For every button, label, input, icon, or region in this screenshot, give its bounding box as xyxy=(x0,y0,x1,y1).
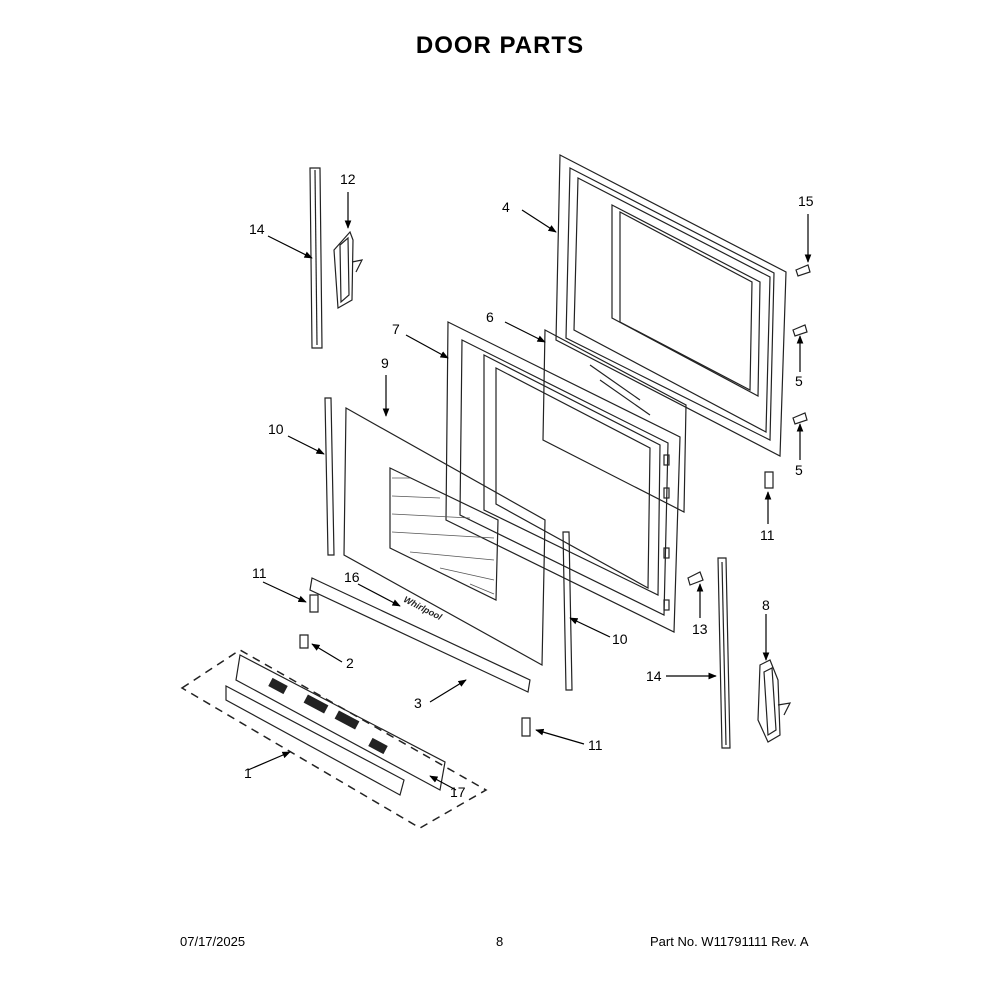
screw-11-left xyxy=(309,594,319,613)
callout-labels: 14 12 4 15 5 5 6 7 9 10 11 11 16 13 10 8… xyxy=(244,171,814,800)
callout-15: 15 xyxy=(798,193,814,209)
callout-5-upper: 5 xyxy=(795,373,803,389)
callout-11-right: 11 xyxy=(760,527,775,543)
footer-date: 07/17/2025 xyxy=(180,934,246,949)
callout-11-left: 11 xyxy=(252,565,267,581)
hinge-lower xyxy=(757,659,792,743)
callout-4: 4 xyxy=(502,199,510,215)
screw-5b xyxy=(792,412,808,425)
callout-9: 9 xyxy=(381,355,389,371)
screw-13 xyxy=(687,571,704,586)
outer-door-panel xyxy=(343,406,546,667)
callout-17: 17 xyxy=(450,784,466,800)
callout-3: 3 xyxy=(414,695,422,711)
callout-10-left: 10 xyxy=(268,421,284,437)
hinge-rail-left xyxy=(309,167,323,349)
side-trim-left xyxy=(324,397,335,556)
callout-8: 8 xyxy=(762,597,770,613)
screw-5a xyxy=(792,324,808,337)
hinge-upper xyxy=(333,230,364,309)
callout-14-right: 14 xyxy=(646,668,662,684)
screw-11-bottom xyxy=(521,717,531,737)
page-title: DOOR PARTS xyxy=(415,32,585,59)
footer-part-number: Part No. W11791111 Rev. A xyxy=(650,934,809,949)
callout-16: 16 xyxy=(344,569,360,585)
inner-door-panel xyxy=(555,154,787,457)
screw-15 xyxy=(795,264,811,277)
lower-trim xyxy=(309,577,531,693)
callout-11-bottom: 11 xyxy=(588,737,603,753)
handle-assembly xyxy=(180,649,488,829)
hinge-rail-right xyxy=(717,557,731,749)
inner-glass xyxy=(542,329,687,513)
callout-14-left: 14 xyxy=(249,221,265,237)
callout-6: 6 xyxy=(486,309,494,325)
callout-1: 1 xyxy=(244,765,252,781)
callout-13: 13 xyxy=(692,621,708,637)
callout-2: 2 xyxy=(346,655,354,671)
screw-2 xyxy=(299,634,309,649)
callout-12: 12 xyxy=(340,171,356,187)
callout-7: 7 xyxy=(392,321,400,337)
callout-5-lower: 5 xyxy=(795,462,803,478)
side-trim-right xyxy=(562,531,573,691)
callout-10-right: 10 xyxy=(612,631,628,647)
footer-page-number: 8 xyxy=(496,934,504,949)
screw-11-right xyxy=(764,471,774,489)
door-frame xyxy=(445,321,681,633)
